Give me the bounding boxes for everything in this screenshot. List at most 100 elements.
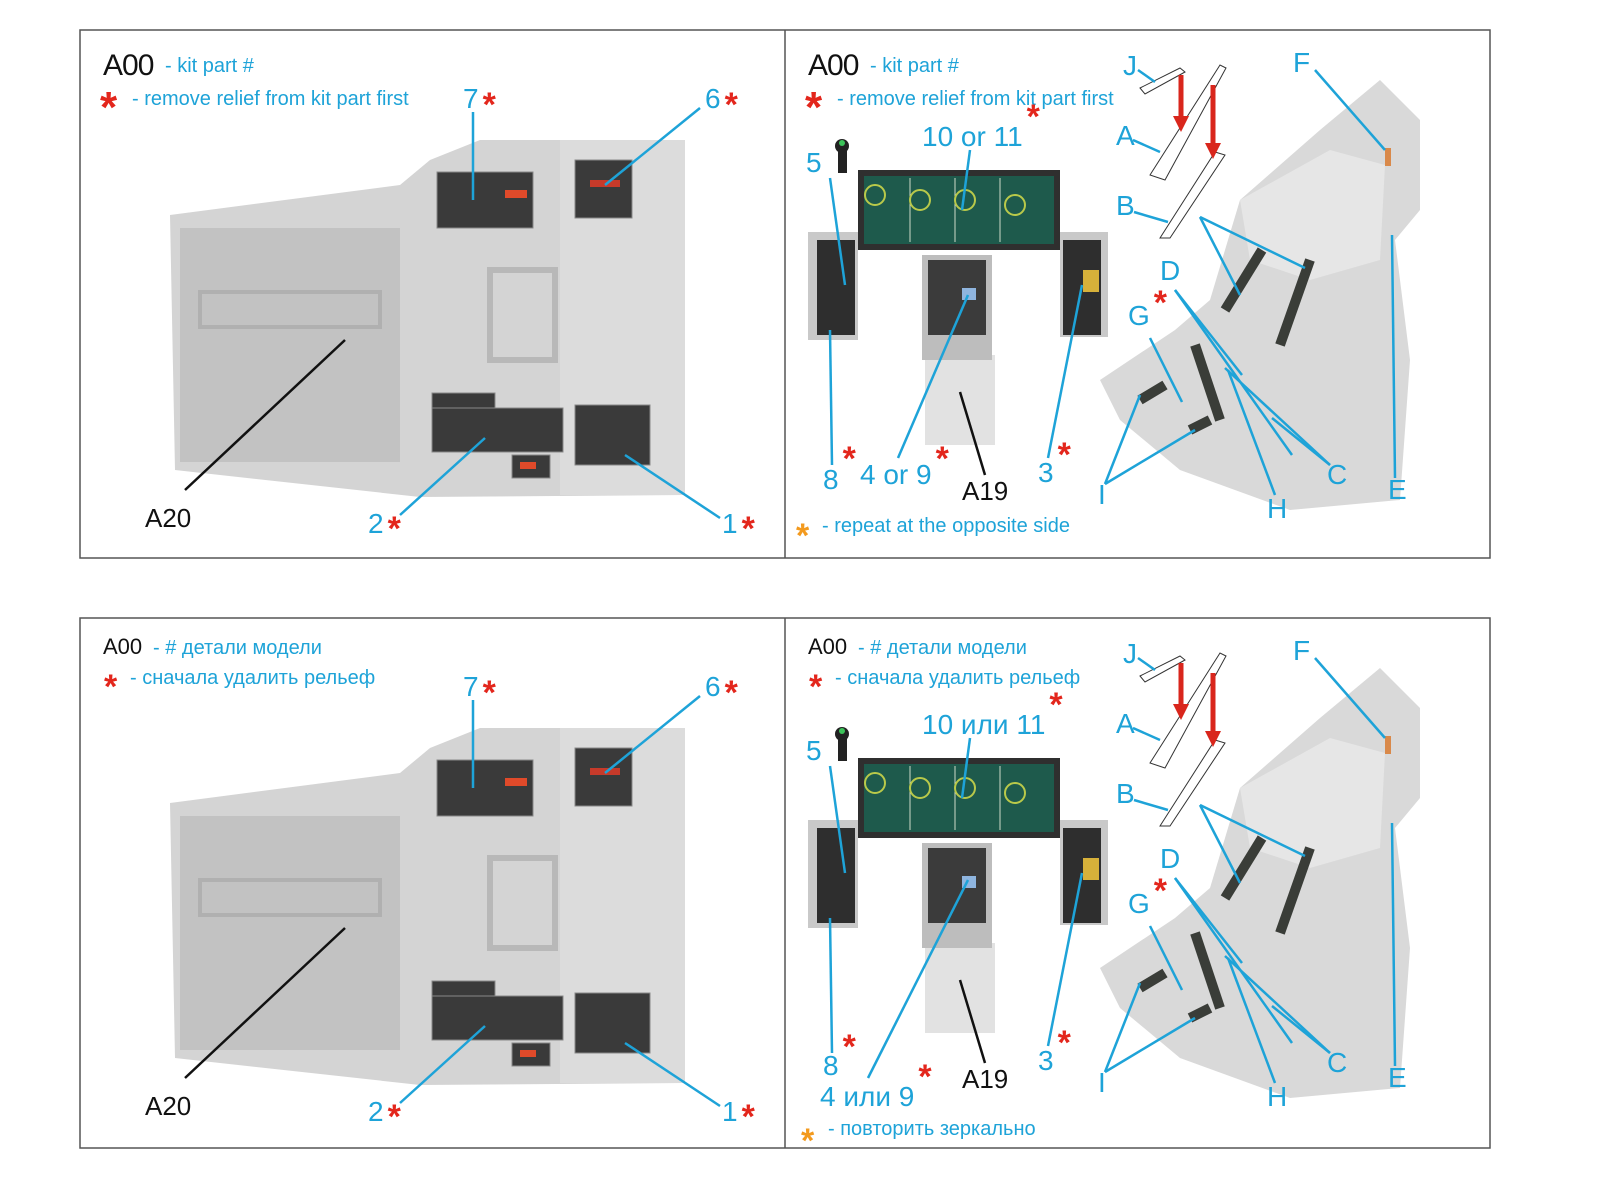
- harness-strap-decal: [1275, 258, 1315, 347]
- seat-callout-B: B: [1116, 190, 1306, 296]
- warning-light-decal: [520, 1050, 536, 1057]
- leader-line: [960, 737, 972, 799]
- seat-callout-letter: G: [1128, 888, 1150, 919]
- leader-line: [828, 765, 847, 874]
- seat-callout-letter: D: [1160, 255, 1180, 286]
- leader-line: [1046, 284, 1084, 459]
- leader-line: [184, 927, 346, 1079]
- seat-callout-letter: F: [1293, 635, 1310, 666]
- seat-callout-D: D: [1160, 843, 1294, 1044]
- tub-floor: [180, 228, 400, 462]
- leader-line: [1173, 289, 1294, 456]
- seat-callout-H: H: [1226, 369, 1287, 524]
- callout-number: 1: [722, 508, 738, 539]
- seat-callout-letter: J: [1123, 50, 1137, 81]
- leader-line: [1271, 1005, 1331, 1054]
- leader-line: [1104, 1016, 1196, 1074]
- assembly-arrow-head-icon: [1173, 704, 1189, 720]
- leader-line: [1046, 872, 1084, 1047]
- relief-legend: - remove relief from kit part first: [837, 88, 1114, 110]
- seat-callout-letter: F: [1293, 47, 1310, 78]
- relief-asterisk-icon: *: [742, 510, 756, 548]
- tub-floor: [180, 816, 400, 1050]
- strap-A: [1149, 64, 1227, 181]
- repeat-legend: *- repeat at the opposite side: [796, 515, 1070, 555]
- leader-line: [1199, 215, 1306, 270]
- leader-line: [828, 917, 834, 1054]
- harness-strap-decal: [1187, 415, 1213, 435]
- repeat-legend-text: - повторить зеркально: [828, 1118, 1036, 1140]
- instrument-panel-decal: [574, 404, 651, 466]
- leader-line: [896, 294, 970, 459]
- display-symbol: [864, 772, 886, 794]
- repeat-legend: * - повторить зеркально: [801, 1118, 1036, 1160]
- seat-callout-I: I: [1098, 394, 1196, 510]
- seat-callout-B: B: [1116, 778, 1306, 884]
- caution-light-decal: [1083, 270, 1099, 292]
- callout-5: 5: [806, 735, 847, 874]
- part-ref-A20: A20: [145, 927, 346, 1121]
- part-number-example: A00: [808, 49, 859, 82]
- seat-callout-J: J: [1123, 638, 1156, 672]
- seat-callout-letter: B: [1116, 190, 1135, 221]
- harness-strap-decal: [1220, 247, 1267, 313]
- assembly-arrow-head-icon: [1205, 731, 1221, 747]
- callout-10-или-11: 10 или 11*: [922, 686, 1063, 799]
- display-symbol: [909, 777, 931, 799]
- instrument-panel-and-seat-panel: A00- # детали модели*- сначала удалить р…: [801, 634, 1420, 1160]
- leader-line: [1103, 394, 1142, 485]
- seat-callout-letter: A: [1116, 708, 1135, 739]
- cockpit-tub-image: [170, 140, 685, 497]
- callout-3: 3*: [1038, 872, 1084, 1076]
- harness-strap-decal: [1220, 835, 1267, 901]
- seat-callout-C: C: [1224, 955, 1347, 1078]
- instrument-panel-decal: [431, 392, 496, 409]
- part-number-legend: - # детали модели: [153, 637, 322, 659]
- part-ref-label: A20: [145, 503, 191, 533]
- control-column: [925, 943, 995, 1033]
- seat-callout-letter: C: [1327, 1047, 1347, 1078]
- part-ref-label: A20: [145, 1091, 191, 1121]
- leader-line: [1104, 428, 1196, 486]
- repeat-asterisk-icon: *: [801, 1122, 815, 1160]
- leader-line: [828, 329, 834, 466]
- tub-opening: [487, 267, 558, 363]
- seat-callout-letter: E: [1388, 1062, 1407, 1093]
- relief-asterisk-icon: *: [809, 668, 823, 706]
- seat-callout-letter: H: [1267, 1081, 1287, 1112]
- callout-number: 3: [1038, 457, 1054, 488]
- seat-callout-letter: I: [1098, 1067, 1106, 1098]
- leader-line: [1271, 417, 1331, 466]
- leader-line: [828, 177, 847, 286]
- harness-strap-decal: [1137, 968, 1168, 993]
- relief-asterisk-icon: *: [1058, 436, 1072, 474]
- cockpit-tub-image: [170, 728, 685, 1085]
- leader-line: [1390, 822, 1397, 1067]
- part-number-legend: - kit part #: [870, 55, 960, 77]
- callout-number: 3: [1038, 1045, 1054, 1076]
- leader-line: [1132, 726, 1161, 742]
- seat-callout-letter: D: [1160, 843, 1180, 874]
- instrument-panel-decal: [431, 995, 564, 1041]
- seat-callout-letter: C: [1327, 459, 1347, 490]
- relief-legend: - сначала удалить рельеф: [835, 667, 1080, 689]
- part-ref-A19: A19: [958, 391, 1008, 506]
- relief-asterisk-icon: *: [104, 668, 118, 706]
- seat-callout-G: G*: [1128, 872, 1184, 991]
- relief-legend: - сначала удалить рельеф: [130, 667, 375, 689]
- relief-asterisk-icon: *: [483, 86, 497, 124]
- part-number-legend: - kit part #: [165, 55, 255, 77]
- leader-line: [1390, 234, 1397, 479]
- relief-asterisk-icon: *: [843, 1028, 857, 1066]
- control-stick-button: [839, 140, 845, 146]
- callout-8: 8*: [823, 917, 857, 1081]
- control-stick-icon: [838, 148, 847, 173]
- harness-strap-decal: [1190, 343, 1225, 422]
- callout-number: 5: [806, 735, 822, 766]
- relief-asterisk-icon: *: [1154, 284, 1168, 322]
- instrument-panel-decal: [436, 171, 534, 229]
- callout-2: 2*: [368, 437, 486, 548]
- part-number-example: A00: [103, 634, 142, 659]
- callout-3: 3*: [1038, 284, 1084, 488]
